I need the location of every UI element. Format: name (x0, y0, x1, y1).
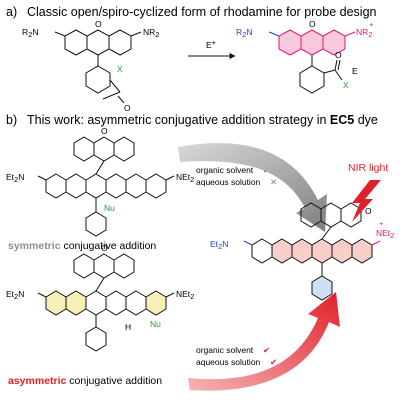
product-plus-charge: + (379, 219, 384, 228)
symmetric-caption: symmetric conjugative addition (8, 240, 156, 252)
asymmetric-adduct-structure (37, 253, 175, 352)
product-et2n-label: Et2N (210, 239, 228, 251)
nir-light-label: NIR light (348, 162, 388, 174)
left-r2n-label: R2N (22, 27, 38, 39)
product-net2-label: NEt2 (376, 228, 394, 240)
top-condition-text: organic solvent (196, 165, 254, 175)
top-condition-mark: ✕ (270, 177, 277, 187)
top-ring-oxygen: O (101, 126, 108, 136)
asymmetric-caption: asymmetric conjugative addition (8, 375, 162, 387)
bottom-h-label: H (125, 322, 131, 332)
right-carbonyl-oxygen: O (335, 50, 342, 60)
rhodamine-spiro-structure (54, 29, 142, 104)
panel-b-title: This work: asymmetric conjugative additi… (27, 113, 378, 127)
bottom-nu-label: Nu (150, 319, 161, 329)
right-r2n-label: R2N (236, 27, 252, 39)
bottom-net2-label: NEt2 (176, 289, 194, 301)
right-plus-charge: + (369, 20, 374, 29)
bottom-condition-mark: ✔ (270, 357, 277, 367)
product-ring-oxygen: O (365, 206, 372, 216)
left-x-label: X (117, 64, 123, 74)
rhodamine-open-structure (268, 29, 356, 94)
right-x-label: X (343, 80, 349, 90)
bottom-conditions: organic solvent ✔ aqueous solution ✔ (196, 345, 277, 367)
bottom-condition-text: organic solvent (196, 345, 254, 355)
right-e-label: E (352, 66, 358, 76)
symmetric-adduct-structure (37, 136, 175, 237)
top-nu-label: Nu (104, 203, 115, 213)
top-condition-text: aqueous solution (196, 177, 261, 187)
top-net2-label: NEt2 (176, 172, 194, 184)
nir-light-icon (352, 180, 381, 222)
bottom-ring-oxygen: O (101, 243, 108, 253)
reagent-label: E+ (206, 38, 217, 50)
left-ring-oxygen: O (95, 19, 102, 29)
top-et2n-label: Et2N (6, 172, 24, 184)
asymmetric-pathway-arrow (188, 292, 340, 391)
bottom-condition-text: aqueous solution (196, 357, 261, 367)
right-ring-oxygen: O (309, 19, 316, 29)
bottom-et2n-label: Et2N (6, 289, 24, 301)
panel-a-title: Classic open/spiro-cyclized form of rhod… (27, 5, 377, 19)
symmetric-pathway-arrow (178, 143, 327, 232)
panel-a-label: a) (6, 5, 17, 19)
panel-b-label: b) (6, 113, 17, 127)
bottom-condition-mark: ✔ (263, 345, 270, 355)
right-nr2-label: NR2 (356, 27, 372, 39)
left-carbonyl-oxygen: O (124, 103, 131, 113)
left-nr2-label: NR2 (143, 27, 159, 39)
